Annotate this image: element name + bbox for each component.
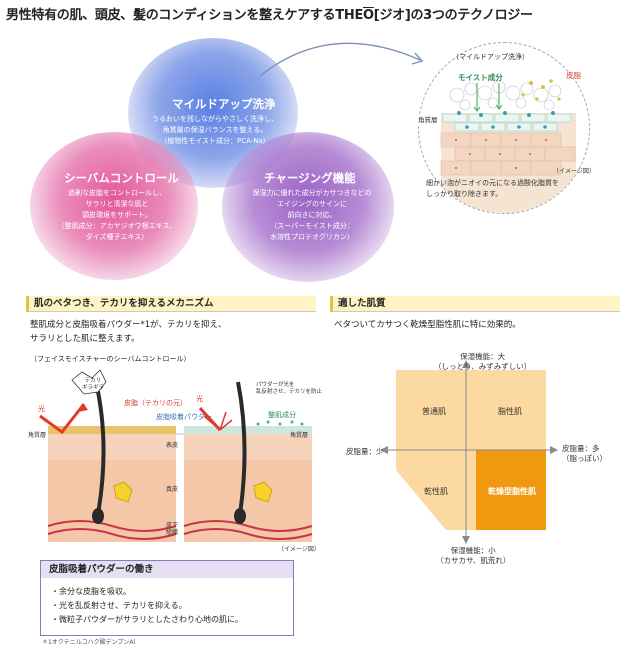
skin-type-intro: ベタついてカサつく乾燥型脂性肌に特に効果的。: [334, 320, 521, 330]
moist-label: モイスト成分: [458, 73, 503, 82]
skin-caption: 細かい泡がニオイの元になる過酸化脂質を しっかり取り除きます。: [426, 179, 559, 198]
powder-note-label: パウダーが光を 乱反射させ、テカリを防止: [256, 382, 323, 395]
sebum-label: 皮脂: [566, 71, 581, 80]
axis-top-label: 保湿機能：大 （しっとり、みずみずしい）: [434, 352, 532, 371]
connector-arrow-icon: [259, 42, 424, 77]
skin-type-matrix: [380, 360, 558, 544]
light-label-right: 光: [196, 395, 203, 403]
powder-function-box: 皮脂吸着パウダーの働き ・余分な皮脂を吸収。 ・光を乱反射させ、テカリを抑える。…: [40, 560, 294, 636]
quadrant-oily: 脂性肌: [498, 407, 522, 416]
sebum-control-title: シーバムコントロール: [64, 171, 179, 185]
powder-item: ・余分な皮脂を吸収。: [51, 587, 131, 596]
sebum-control-body: 過剰な皮脂をコントロールし、 サラリと清潔な肌と 頭皮環境をサポート。 （整肌成…: [57, 189, 177, 241]
charging-function-circle: [222, 132, 394, 282]
skin-image-note: （イメージ図）: [553, 168, 595, 175]
dermis-label: 真皮: [166, 486, 179, 493]
shine-label: テカリ ギラギラ: [82, 378, 105, 391]
quadrant-normal: 普通肌: [422, 407, 446, 416]
ingredient-label: 整肌成分: [268, 411, 296, 419]
mild-up-wash-title: マイルドアップ洗浄: [172, 97, 276, 111]
skin-layer-illustration: [440, 79, 576, 213]
light-label-left: 光: [38, 405, 45, 413]
footnote: ＊1オクテニルコハク酸デンプンAl: [42, 639, 136, 646]
powder-item: ・光を乱反射させ、テカリを抑える。: [51, 601, 187, 610]
charging-function-body: 保湿力に優れた成分がカサつきなどの エイジングのサインに 前向きに対応。 （スー…: [252, 189, 372, 241]
sebum-control-circle: [30, 132, 198, 280]
mild-up-wash-body: うるおいを残しながらやさしく洗浄し、 角質層の保湿バランスを整える。 （植物性モ…: [152, 115, 278, 145]
epidermis-label: 表皮: [166, 442, 179, 449]
mechanism-heading: 肌のベタつき、テカリを抑えるメカニズム: [26, 296, 316, 312]
charging-function-title: チャージング機能: [264, 171, 356, 185]
axis-right-label: 皮脂量：多 （脂っぽい）: [562, 444, 607, 463]
powder-function-heading: 皮脂吸着パウダーの働き: [41, 561, 293, 578]
stratum-label-left: 角質層: [28, 432, 47, 439]
mechanism-image-note: （イメージ図）: [278, 546, 320, 553]
skin-type-heading: 適した肌質: [330, 296, 620, 312]
mechanism-diagram-title: （フェイスモイスチャーのシーバムコントロール）: [30, 355, 191, 363]
stratum-label-right: 角質層: [290, 432, 309, 439]
axis-bottom-label: 保湿機能：小 （カサカサ、肌荒れ）: [436, 546, 511, 565]
quadrant-dry-oily: 乾燥型脂性肌: [488, 487, 536, 496]
stratum-label: 角質層: [418, 114, 438, 124]
skin-detail-heading: （マイルドアップ洗浄）: [452, 53, 529, 61]
skin-magnified-view: [418, 42, 590, 214]
powder-item: ・微粒子パウダーがサラリとしたさわり心地の肌に。: [51, 615, 243, 624]
subcutis-label: 皮下 組織: [166, 522, 179, 536]
quadrant-dry: 乾性肌: [424, 487, 448, 496]
axis-left-label: 皮脂量：少: [346, 447, 384, 456]
powder-label: 皮脂吸着パウダー: [156, 413, 212, 421]
mechanism-intro: 整肌成分と皮脂吸着パウダー*1が、テカリを抑え、 サラリとした肌に整えます。: [30, 320, 227, 344]
sebum-origin-label: 皮脂（テカリの元）: [124, 399, 187, 407]
sebum-control-diagram: [39, 369, 313, 542]
page-title: 男性特有の肌、頭皮、髪のコンディションを整えケアするTHEO[ジオ]の3つのテク…: [6, 8, 533, 23]
